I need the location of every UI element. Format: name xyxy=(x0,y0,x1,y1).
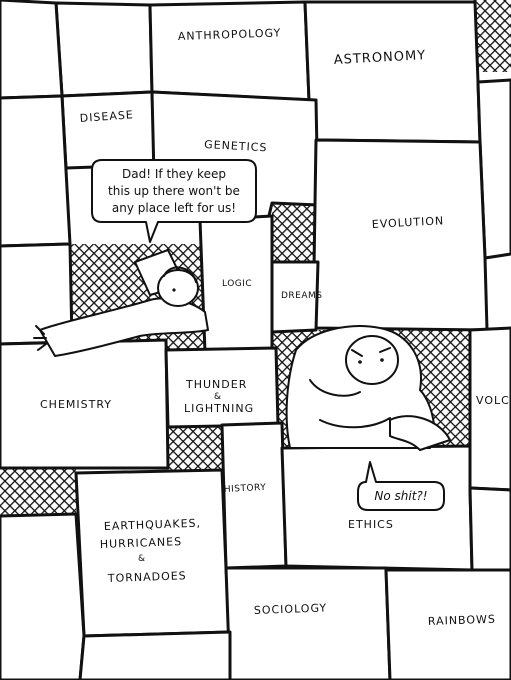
dad-eyebrows xyxy=(351,347,391,357)
label-sociology: SOCIOLOGY xyxy=(254,601,328,617)
label-quakes-1: EARTHQUAKES, xyxy=(104,517,202,533)
son-bubble-line-1: Dad! If they keep xyxy=(122,167,226,181)
block-astronomy xyxy=(303,0,482,144)
dad-hand xyxy=(389,415,451,451)
hatch-gap-left xyxy=(0,466,76,516)
block-anthropology xyxy=(148,0,311,102)
label-astronomy: ASTRONOMY xyxy=(333,48,426,68)
block-sociology xyxy=(224,566,392,680)
block-top-left xyxy=(54,1,154,98)
block-volc xyxy=(468,326,511,492)
dad-eye-right xyxy=(380,358,384,362)
son-fingers xyxy=(33,325,47,351)
son-bubble-line-2: this up there won't be xyxy=(108,184,240,198)
label-rainbows: RAINBOWS xyxy=(428,613,496,628)
label-dreams: DREAMS xyxy=(281,291,323,301)
block-disease xyxy=(60,90,157,170)
label-disease: DISEASE xyxy=(79,108,134,125)
block-bottom-left xyxy=(0,512,86,680)
speech-bubble-son: Dad! If they keep this up there won't be… xyxy=(91,159,257,243)
label-chemistry: CHEMISTRY xyxy=(40,398,112,411)
label-volc: VOLC xyxy=(476,394,510,407)
label-evolution: EVOLUTION xyxy=(371,214,444,231)
label-anthropology: ANTHROPOLOGY xyxy=(178,26,282,43)
block-dreams xyxy=(270,260,320,334)
son-hair xyxy=(163,266,197,283)
block-rainbows xyxy=(384,568,511,680)
label-history: HISTORY xyxy=(224,483,267,495)
dad-bubble-shape xyxy=(357,461,445,511)
son-bubble-shape xyxy=(91,159,257,243)
block-bottom-mid xyxy=(78,630,232,680)
dad-head xyxy=(345,335,399,385)
son-head xyxy=(157,269,199,307)
son-character xyxy=(33,249,209,357)
block-corner xyxy=(0,0,64,100)
block-left-mid xyxy=(0,94,72,248)
block-right-edge xyxy=(476,78,511,260)
label-quakes-3: TORNADOES xyxy=(107,569,187,585)
dad-beard-lines xyxy=(309,379,391,429)
label-genetics: GENETICS xyxy=(204,138,268,154)
label-logic: LOGIC xyxy=(222,279,252,289)
label-ethics: ETHICS xyxy=(348,518,394,531)
block-quakes xyxy=(74,468,232,638)
block-right-low xyxy=(468,486,511,572)
label-thunder-amp: & xyxy=(214,392,222,402)
dad-bubble-line-1: No shit?! xyxy=(374,489,427,503)
hatch-gap-dreams-top xyxy=(272,203,314,268)
label-lightning: LIGHTNING xyxy=(184,402,254,415)
label-thunder: THUNDER xyxy=(185,378,247,391)
son-arm xyxy=(39,297,209,357)
label-quakes-2: HURRICANES xyxy=(100,535,183,551)
label-quakes-amp: & xyxy=(138,554,146,564)
block-evolution xyxy=(312,138,489,332)
dad-character xyxy=(285,325,451,451)
hatch-gap-middle xyxy=(166,425,224,477)
son-bubble-line-3: any place left for us! xyxy=(112,201,236,215)
dad-eye-left xyxy=(358,360,362,364)
block-history xyxy=(220,421,288,570)
speech-bubble-dad: No shit?! xyxy=(357,461,445,511)
son-eye xyxy=(172,288,176,292)
block-labels: ANTHROPOLOGY ASTRONOMY DISEASE GENETICS … xyxy=(40,26,510,628)
